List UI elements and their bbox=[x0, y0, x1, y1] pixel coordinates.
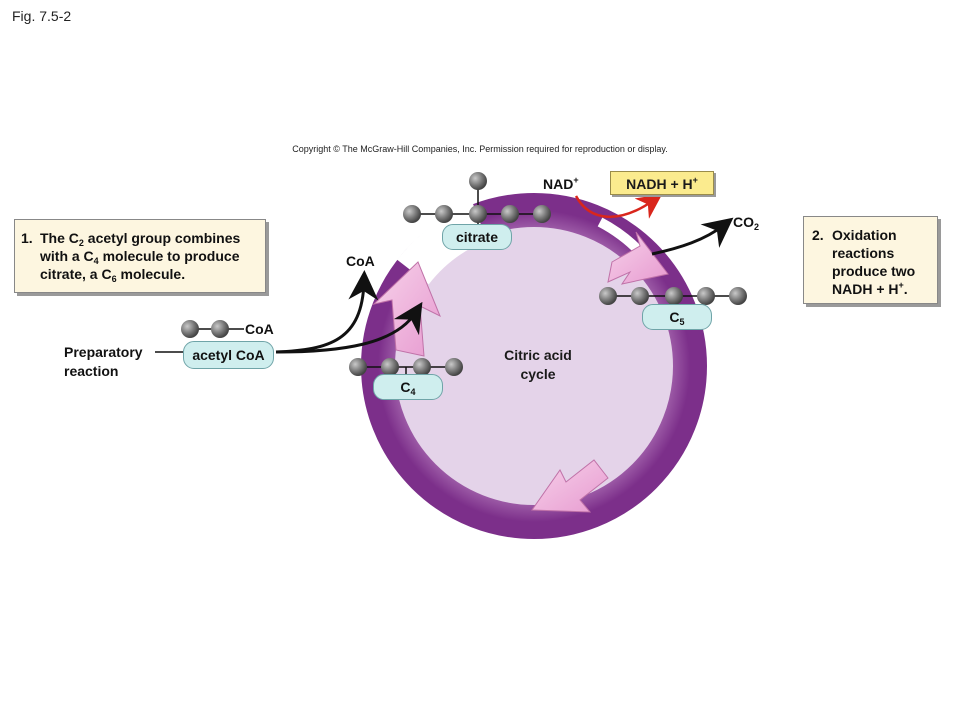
step1-subscript: 6 bbox=[111, 274, 117, 284]
cycle-arrowhead-bottom bbox=[531, 459, 609, 513]
coa-released-label: CoA bbox=[346, 253, 375, 269]
atom bbox=[435, 205, 453, 223]
co2-label: CO2 bbox=[733, 214, 760, 232]
atom bbox=[631, 287, 649, 305]
step1-number: 1. bbox=[21, 230, 33, 246]
cycle-text: Citric acid bbox=[504, 347, 572, 363]
acetyl-entry-arrow bbox=[275, 301, 423, 354]
step1-text: citrate, a C bbox=[40, 266, 112, 282]
acetyl-coa-pill: acetyl CoA bbox=[183, 341, 274, 369]
figure-label: Fig. 7.5-2 bbox=[12, 8, 72, 24]
c4-pill: C4 bbox=[373, 374, 443, 400]
nad-superscript: + bbox=[573, 175, 579, 185]
step2-text: . bbox=[903, 281, 908, 297]
atom bbox=[181, 320, 199, 338]
step2-text: produce two bbox=[832, 263, 916, 279]
cycle-center-label: Citric acid cycle bbox=[478, 346, 598, 384]
nad-text: NAD bbox=[543, 176, 574, 192]
c5-subscript: 5 bbox=[679, 317, 685, 327]
atom bbox=[599, 287, 617, 305]
c4-text: C bbox=[400, 379, 411, 395]
step2-text: Oxidation bbox=[832, 227, 897, 243]
nadh-superscript: + bbox=[692, 175, 698, 185]
cycle-arrowhead-upper-right bbox=[607, 231, 669, 285]
c5-pill: C5 bbox=[642, 304, 712, 330]
step2-superscript: + bbox=[898, 280, 904, 290]
step1-text: acetyl group combines bbox=[83, 230, 241, 246]
nad-reduction-arrow bbox=[574, 194, 663, 219]
atom bbox=[403, 205, 421, 223]
c4-subscript: 4 bbox=[410, 387, 416, 397]
atom bbox=[665, 287, 683, 305]
step2-number: 2. bbox=[812, 227, 824, 243]
atom bbox=[469, 172, 487, 190]
co2-release-arrow bbox=[651, 217, 734, 256]
atom bbox=[349, 358, 367, 376]
atom bbox=[533, 205, 551, 223]
step1-subscript: 2 bbox=[78, 238, 84, 248]
step1-text: molecule to produce bbox=[98, 248, 240, 264]
nad-label: NAD+ bbox=[543, 175, 579, 193]
step2-text: reactions bbox=[832, 245, 895, 261]
atom bbox=[729, 287, 747, 305]
atom bbox=[413, 358, 431, 376]
step2-text: NADH + H bbox=[832, 281, 899, 297]
atom bbox=[501, 205, 519, 223]
step1-text: molecule. bbox=[116, 266, 186, 282]
atom bbox=[469, 205, 487, 223]
preparatory-text: Preparatory bbox=[64, 344, 143, 360]
step1-text: The C bbox=[40, 230, 79, 246]
nadh-box: NADH + H+ bbox=[610, 171, 714, 195]
coa-release-arrow bbox=[275, 270, 379, 354]
preparatory-text: reaction bbox=[64, 363, 119, 379]
copyright-notice: Copyright © The McGraw-Hill Companies, I… bbox=[292, 144, 668, 154]
preparatory-reaction-label: Preparatory reaction bbox=[64, 343, 143, 381]
step1-callout: 1. The C2 acetyl group combines with a C… bbox=[14, 219, 266, 293]
co2-text: CO bbox=[733, 214, 754, 230]
step2-callout: 2. Oxidation reactions produce two NADH … bbox=[803, 216, 938, 304]
step1-text: with a C bbox=[40, 248, 94, 264]
step1-subscript: 4 bbox=[93, 256, 99, 266]
co2-subscript: 2 bbox=[754, 222, 760, 232]
nadh-text: NADH + H bbox=[626, 176, 693, 192]
atom bbox=[381, 358, 399, 376]
citrate-pill: citrate bbox=[442, 224, 512, 250]
cycle-text: cycle bbox=[520, 366, 556, 382]
c5-text: C bbox=[669, 309, 680, 325]
atom bbox=[445, 358, 463, 376]
coa-attached-label: CoA bbox=[245, 321, 274, 337]
atom bbox=[697, 287, 715, 305]
atom bbox=[211, 320, 229, 338]
